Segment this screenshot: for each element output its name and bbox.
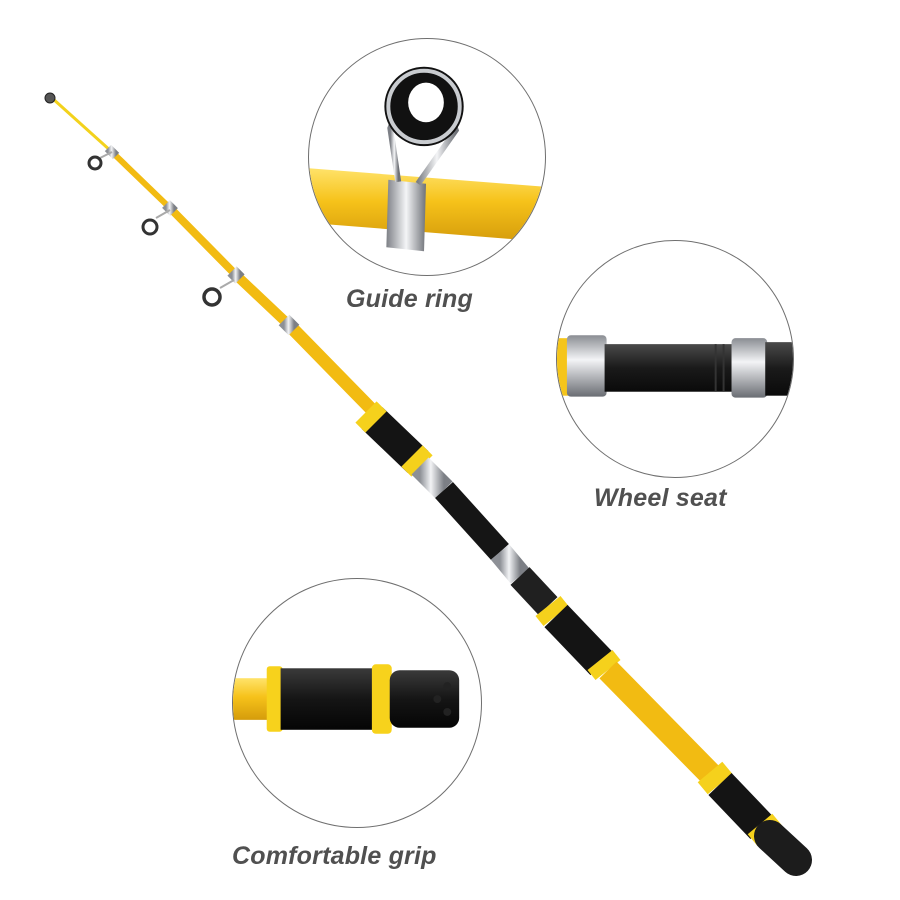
guide-small-1: [87, 151, 113, 171]
caption-wheel-seat: Wheel seat: [594, 484, 727, 512]
tip-top-guide: [44, 92, 56, 104]
rod-section-3: [231, 270, 295, 331]
detail-circle-guide-ring: [308, 38, 546, 276]
butt-cap: [754, 820, 812, 876]
butt-grip: [708, 772, 774, 840]
fore-grip: [361, 407, 429, 473]
reel-seat-body: [435, 481, 509, 561]
caption-grip: Comfortable grip: [232, 842, 437, 870]
reel-seat-nut: [510, 567, 558, 615]
rear-grip: [544, 604, 614, 676]
guide-small-2: [141, 209, 171, 236]
wheel-seat-closeup: [557, 335, 793, 398]
detail-circle-wheel-seat: [556, 240, 794, 478]
rod-section-1: [109, 149, 173, 211]
rod-section-4: [283, 319, 387, 425]
caption-guide-ring: Guide ring: [346, 285, 473, 313]
guide-ring-closeup: [309, 66, 545, 252]
detail-circle-grip: [232, 578, 482, 828]
reel-seat-chrome-lower: [490, 544, 530, 584]
reel-seat-chrome-upper: [411, 457, 453, 499]
rod-section-2: [166, 204, 240, 279]
grip-closeup: [233, 664, 460, 734]
guide-small-3: [202, 279, 235, 307]
rod-tip: [50, 96, 114, 154]
butt-section: [599, 661, 725, 789]
